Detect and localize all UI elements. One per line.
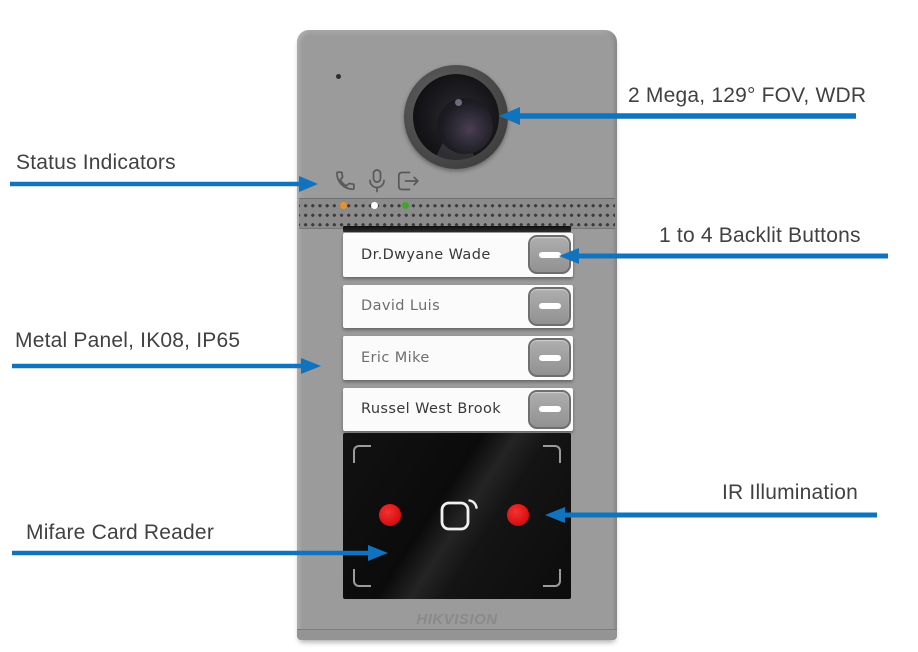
call-button [528, 389, 571, 429]
nameplate-slot-shadow [343, 226, 571, 232]
call-icon [336, 171, 355, 191]
reader-corner-bracket [543, 569, 561, 587]
nameplate-row: Eric Mike [343, 336, 573, 380]
mifare-reader-label: Mifare Card Reader [26, 521, 215, 544]
orange-led [340, 202, 347, 209]
call-button-bar [538, 251, 561, 258]
ir-illumination-label: IR Illumination [722, 481, 859, 504]
resident-name: David Luis [361, 298, 441, 315]
card-reader [343, 433, 571, 599]
call-button-bar [538, 354, 561, 361]
call-button-bar [538, 303, 561, 309]
call-button [528, 338, 571, 377]
resident-name: Dr.Dwyane Wade [361, 246, 491, 263]
metal-panel-label: Metal Panel, IK08, IP65 [15, 329, 241, 352]
camera-lens-barrel [413, 74, 499, 160]
call-button-bar [538, 406, 561, 412]
door-release-icon [397, 171, 419, 191]
camera-spec-label: 2 Mega, 129° FOV, WDR [628, 84, 867, 107]
status-indicators-label: Status Indicators [16, 151, 176, 174]
reader-corner-bracket [543, 445, 561, 463]
camera-lens [404, 65, 508, 169]
white-led [371, 202, 378, 209]
reader-corner-bracket [353, 569, 371, 587]
camera-lens-glint [455, 99, 462, 106]
door-station-panel: Dr.Dwyane Wade David Luis Eric Mike Russ… [297, 30, 617, 640]
nameplate-row: Dr.Dwyane Wade [343, 233, 573, 277]
green-led [402, 202, 409, 209]
status-indicator-row [333, 168, 433, 196]
microphone-icon [369, 169, 385, 193]
contactless-card-icon [440, 499, 478, 531]
brand-logo: HIKVISION [416, 611, 498, 628]
microphone-hole [336, 74, 341, 79]
callout-arrow-status-indicators [10, 176, 318, 192]
nameplate-row: David Luis [343, 284, 573, 328]
camera-lens-glass [437, 98, 493, 154]
nameplate-row: Russel West Brook [343, 387, 573, 431]
panel-bottom-lip [297, 629, 617, 640]
call-button [528, 235, 571, 274]
backlit-buttons-label: 1 to 4 Backlit Buttons [659, 224, 861, 247]
call-button [528, 286, 571, 326]
nameplate-list: Dr.Dwyane Wade David Luis Eric Mike Russ… [343, 233, 573, 431]
callout-arrow-metal-panel [12, 358, 321, 374]
ir-led-left [379, 504, 401, 526]
resident-name: Russel West Brook [361, 401, 502, 418]
speaker-grille [299, 198, 615, 229]
resident-name: Eric Mike [361, 349, 430, 366]
ir-led-right [507, 504, 529, 526]
reader-corner-bracket [353, 445, 371, 463]
